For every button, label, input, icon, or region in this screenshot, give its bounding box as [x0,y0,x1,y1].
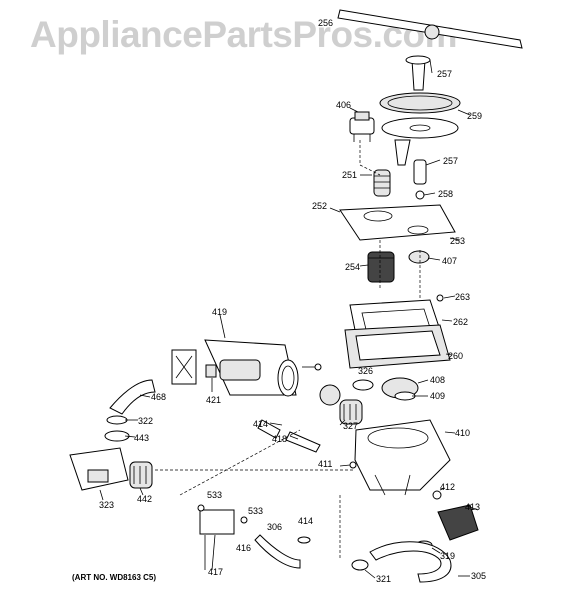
callout-256: 256 [318,18,333,28]
fine-filter-screen[interactable] [379,92,461,114]
callout-251: 251 [342,170,357,180]
turbidity-sensor[interactable] [349,111,375,142]
callout-254: 254 [345,262,360,272]
callout-labels: 256 257 406 259 257 251 258 252 253 254 … [99,18,486,584]
hose-468[interactable] [109,379,156,415]
callout-412: 412 [440,482,455,492]
sump-housing[interactable] [354,419,451,496]
motor-bracket-detail[interactable] [171,349,197,385]
callout-262: 262 [453,317,468,327]
callout-421: 421 [206,395,221,405]
callout-253: 253 [450,236,465,246]
leader-dash-1 [359,140,381,176]
screw-533b[interactable] [240,516,248,524]
clamp-414b[interactable] [297,536,311,544]
sump-seal[interactable] [344,324,451,369]
callout-417: 417 [208,567,223,577]
callout-442: 442 [137,494,152,504]
callout-419: 419 [212,307,227,317]
coarse-filter-plate[interactable] [381,117,459,139]
hose-306[interactable] [254,534,301,569]
callout-263: 263 [455,292,470,302]
callout-409: 409 [430,391,445,401]
callout-252: 252 [312,201,327,211]
hose-414a[interactable] [257,419,281,439]
chopper-blade[interactable] [339,399,363,425]
motor-mount-421[interactable] [205,364,217,378]
harness-417[interactable] [204,534,216,571]
impeller[interactable] [319,384,341,406]
callout-406: 406 [336,100,351,110]
callout-533b: 533 [248,506,263,516]
screw-411[interactable] [349,461,357,469]
clamp-322[interactable] [106,415,128,425]
clamp-321[interactable] [351,559,369,571]
filter-nozzle-part[interactable] [394,139,411,166]
callout-326: 326 [358,366,373,376]
coupling-442[interactable] [129,461,153,489]
callout-321: 321 [376,574,391,584]
screw-motor[interactable] [302,363,322,371]
drain-hose-305[interactable] [369,541,452,583]
pump-motor[interactable] [204,339,299,397]
callout-407: 407 [442,256,457,266]
callout-418: 418 [272,434,287,444]
callout-257a: 257 [437,69,452,79]
callout-414a: 414 [253,419,268,429]
hose-418[interactable] [285,431,321,453]
filter-cup[interactable] [367,251,395,283]
bracket-416[interactable] [199,509,235,535]
callout-327: 327 [343,421,358,431]
callout-323: 323 [99,500,114,510]
callout-259: 259 [467,111,482,121]
screw-533a[interactable] [197,504,205,512]
grommet-412[interactable] [432,490,442,500]
callout-416: 416 [236,543,251,553]
screw-263[interactable] [436,294,444,302]
callout-257b: 257 [443,156,458,166]
callout-260: 260 [448,351,463,361]
leader-dash-3 [179,429,301,496]
spray-tube[interactable] [413,159,427,185]
upper-spray-arm[interactable] [337,9,523,49]
callout-413: 413 [465,502,480,512]
leader-lines [99,59,479,579]
art-number: (ART NO. WD8163 C5) [72,573,156,582]
callout-322: 322 [138,416,153,426]
callout-410: 410 [455,428,470,438]
callout-443: 443 [134,433,149,443]
pump-cover-plate[interactable] [339,204,456,241]
check-valve-part[interactable] [415,190,425,200]
callout-411: 411 [318,459,332,469]
float-part[interactable] [408,250,430,264]
seal-326[interactable] [352,379,374,391]
callout-408: 408 [430,375,445,385]
callout-533a: 533 [207,490,222,500]
callout-468: 468 [151,392,166,402]
callout-414b: 414 [298,516,313,526]
heater-housing-323[interactable] [69,447,129,491]
drain-pump-413[interactable] [437,504,479,541]
callout-319: 319 [440,551,455,561]
spring-part[interactable] [373,169,391,197]
callout-258: 258 [438,189,453,199]
callout-305: 305 [471,571,486,581]
spray-arm-hub[interactable] [405,55,431,91]
callout-306: 306 [267,522,282,532]
